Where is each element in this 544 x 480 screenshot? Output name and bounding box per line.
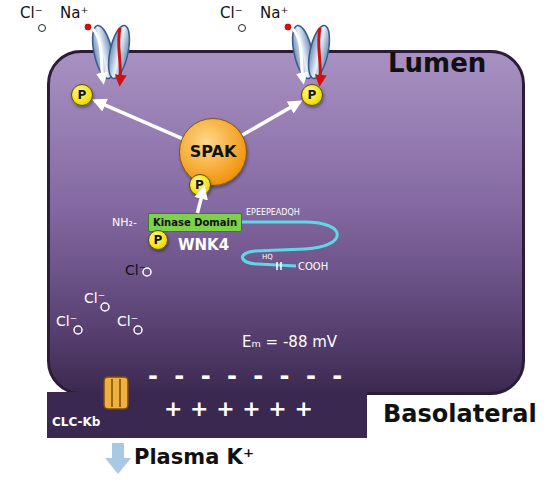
spak-kinase: SPAKP	[179, 118, 247, 186]
sodium-ion	[84, 23, 92, 31]
ion-label: Cl⁻	[117, 314, 138, 328]
protein-name: WNK4	[178, 238, 229, 253]
compartment-label: Lumen	[388, 50, 486, 76]
membrane-charge: + + + + + +	[164, 398, 313, 420]
ion-label: Na⁺	[60, 6, 88, 21]
phosphate-letter: P	[308, 89, 317, 101]
ion-label: Cl⁻	[56, 314, 77, 328]
ion-label: Cl⁻	[220, 6, 243, 21]
chloride-ion	[39, 25, 46, 32]
terminus-label: NH₂-	[112, 217, 137, 228]
ion-label: Cl⁻	[84, 291, 105, 305]
motif-label: HQ	[262, 254, 273, 261]
compartment-label: Basolateral	[383, 402, 537, 426]
phosphate-marker: P	[71, 84, 93, 106]
channel-label: CLC-Kb	[52, 416, 100, 428]
phosphate-marker: P	[148, 230, 168, 250]
membrane-charge: - - - - - - - -	[148, 364, 346, 388]
phosphate-marker: P	[189, 174, 211, 196]
terminus-label: COOH	[298, 262, 328, 272]
ion-label: Cl⁻	[125, 263, 146, 277]
phosphate-letter: P	[78, 89, 87, 101]
plasma-potassium-label: Plasma K⁺	[134, 447, 254, 468]
chloride-ion	[239, 25, 246, 32]
interstitial-band	[47, 392, 367, 438]
ion-label: Cl⁻	[20, 6, 43, 21]
membrane-potential: Eₘ = -88 mV	[242, 335, 337, 350]
ion-label: Na⁺	[260, 6, 288, 21]
kinase-domain: Kinase Domain	[148, 213, 242, 232]
sequence-label: EPEEPEADQH	[246, 209, 300, 217]
node-label: Kinase Domain	[153, 218, 237, 228]
node-label: SPAK	[190, 144, 237, 160]
phosphate-letter: P	[154, 234, 163, 246]
sodium-ion	[284, 23, 292, 31]
phosphate-letter: P	[195, 179, 204, 191]
phosphate-marker: P	[301, 84, 323, 106]
decrease-arrow	[105, 443, 131, 474]
